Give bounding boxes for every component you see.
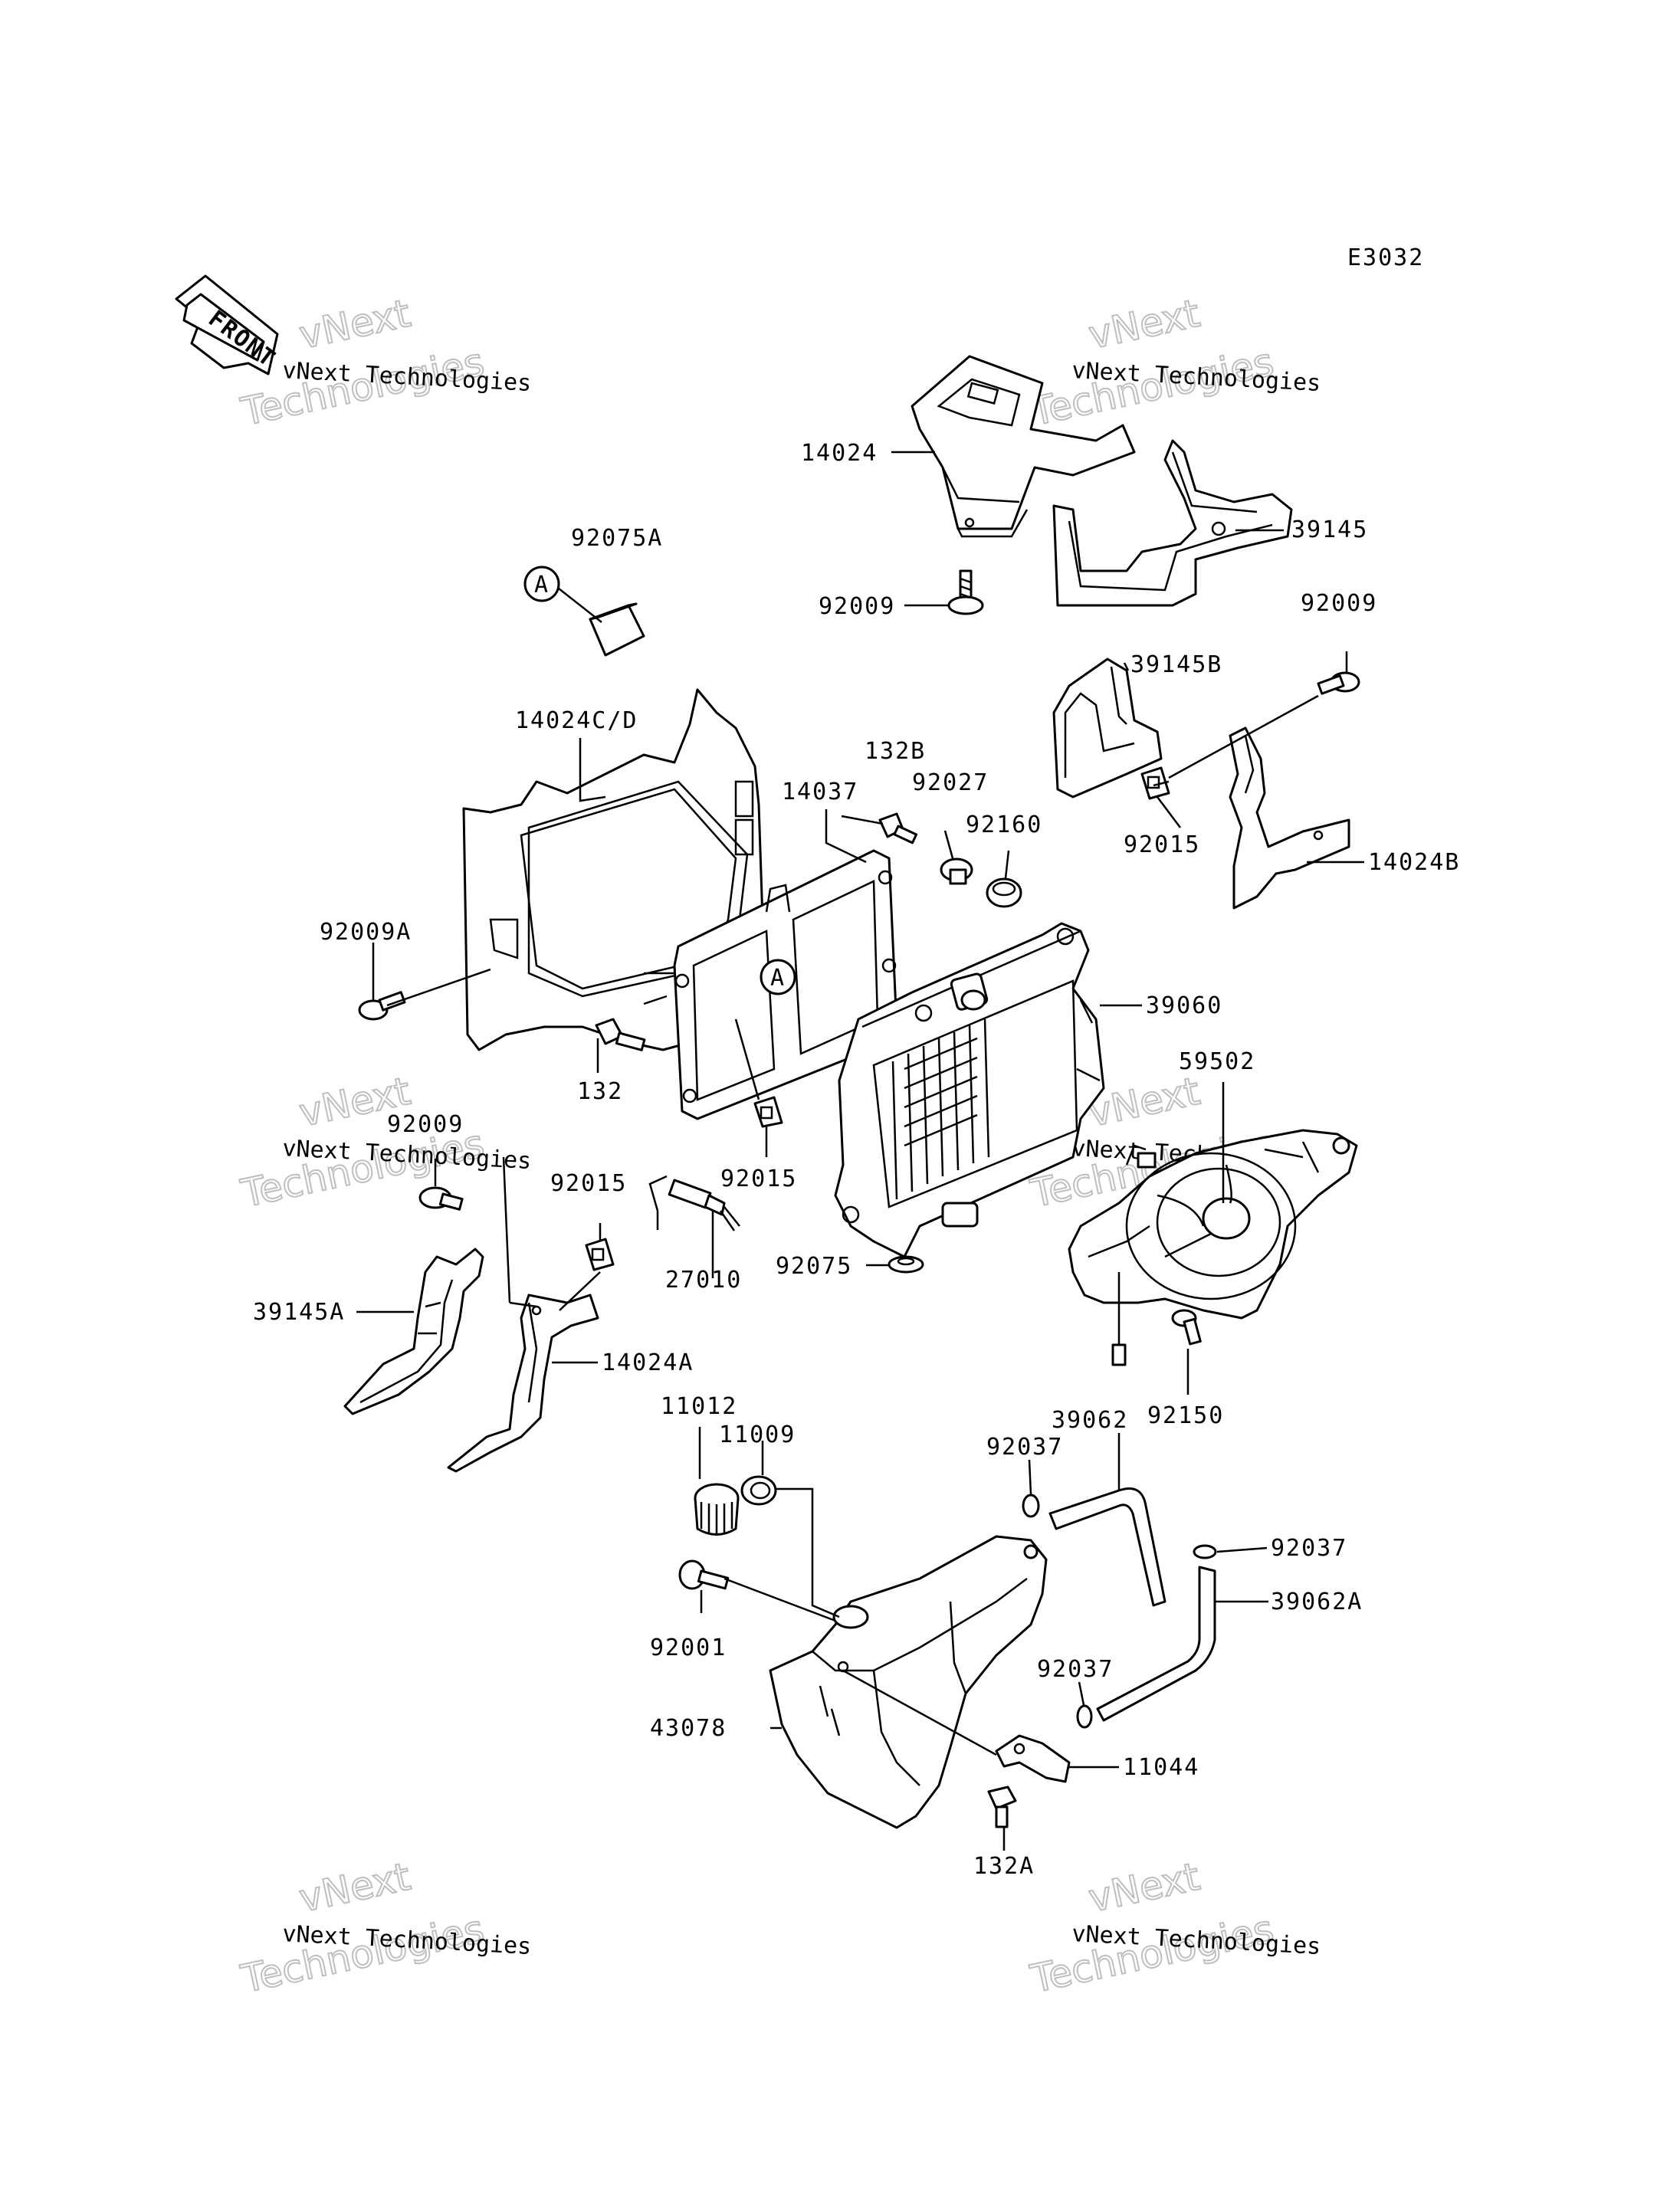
part-labels: 14024 39145 92009 92075A 92009 39145B 14… <box>253 440 1460 1880</box>
watermark-bottom-left: vNext Technologies vNext Technologies <box>236 1854 532 2002</box>
watermark-bottom-right: vNext Technologies vNext Technologies <box>1025 1854 1321 2002</box>
label-14024CD[interactable]: 14024C/D <box>515 707 638 734</box>
bolt-92009-top[interactable] <box>947 569 984 615</box>
label-43078[interactable]: 43078 <box>650 1715 727 1742</box>
callout-a-letter: A <box>534 572 550 598</box>
bracket-11044[interactable] <box>995 1734 1071 1783</box>
label-14024[interactable]: 14024 <box>801 440 878 467</box>
label-92037-b[interactable]: 92037 <box>1271 1535 1347 1562</box>
harness-39145A[interactable] <box>343 1248 484 1415</box>
label-39062[interactable]: 39062 <box>1052 1407 1128 1434</box>
label-92015-center[interactable]: 92015 <box>720 1166 797 1192</box>
bolt-132B[interactable] <box>878 812 918 844</box>
grommet-92075[interactable] <box>888 1255 924 1274</box>
leader-lines <box>356 451 1364 1851</box>
pad-92075A[interactable] <box>589 602 645 657</box>
bolt-92001[interactable] <box>678 1559 730 1590</box>
label-92160[interactable]: 92160 <box>966 812 1042 838</box>
callout-a-screen: A <box>760 959 796 995</box>
sensor-27010[interactable] <box>648 1175 740 1231</box>
fan-59502[interactable] <box>1068 1129 1358 1366</box>
watermark-outline-top: vNext <box>295 1854 414 1921</box>
bolt-92150[interactable] <box>1171 1309 1202 1346</box>
clip-92015-left[interactable] <box>585 1238 615 1271</box>
clamp-92037-a[interactable] <box>1022 1494 1040 1518</box>
harness-39145[interactable] <box>1052 439 1293 607</box>
clip-92015-right[interactable] <box>1140 766 1170 800</box>
label-14037[interactable]: 14037 <box>782 779 858 805</box>
label-132[interactable]: 132 <box>577 1078 623 1105</box>
label-39062A[interactable]: 39062A <box>1271 1589 1363 1615</box>
collar-92027[interactable] <box>940 857 973 885</box>
label-92009-right[interactable]: 92009 <box>1301 590 1377 617</box>
clamp-92037-b[interactable] <box>1193 1544 1217 1559</box>
watermark-top-right: vNext Technologies vNext Technologies <box>1025 290 1321 435</box>
bolt-92009A[interactable] <box>358 991 406 1021</box>
watermark-outline-top: vNext <box>1084 291 1203 358</box>
watermark-top-left: vNext Technologies vNext Technologies <box>236 290 532 435</box>
hose-39062A[interactable] <box>1096 1566 1216 1722</box>
label-11009[interactable]: 11009 <box>719 1421 796 1448</box>
callout-a-letter: A <box>770 965 786 992</box>
label-92075A[interactable]: 92075A <box>571 525 663 552</box>
label-92037-a[interactable]: 92037 <box>986 1434 1063 1461</box>
label-92015-mid[interactable]: 92015 <box>550 1170 627 1197</box>
clip-92015-center[interactable] <box>753 1096 783 1128</box>
watermark-mid-left: vNext Technologies vNext Technologies <box>236 1068 532 1217</box>
watermark-outline-top: vNext <box>1084 1854 1203 1921</box>
label-92075[interactable]: 92075 <box>776 1253 852 1280</box>
seal-11009[interactable] <box>740 1475 777 1506</box>
label-27010[interactable]: 27010 <box>665 1267 742 1294</box>
label-59502[interactable]: 59502 <box>1179 1048 1255 1075</box>
label-92009-left[interactable]: 92009 <box>387 1111 464 1138</box>
label-92015-right[interactable]: 92015 <box>1124 831 1200 858</box>
label-39060[interactable]: 39060 <box>1146 992 1222 1019</box>
hose-39062[interactable] <box>1048 1487 1166 1607</box>
label-39145[interactable]: 39145 <box>1291 516 1368 543</box>
bolt-92009-right[interactable] <box>1317 671 1360 695</box>
label-39145A[interactable]: 39145A <box>253 1299 345 1326</box>
cap-11012[interactable] <box>694 1483 740 1536</box>
label-92009-top[interactable]: 92009 <box>819 593 895 620</box>
bolt-92009-left[interactable] <box>418 1186 464 1211</box>
clamp-92037-c[interactable] <box>1076 1704 1093 1729</box>
label-11012[interactable]: 11012 <box>661 1393 737 1420</box>
bracket-14024B[interactable] <box>1229 726 1350 910</box>
label-14024B[interactable]: 14024B <box>1368 849 1460 876</box>
label-11044[interactable]: 11044 <box>1123 1754 1199 1781</box>
label-92009A[interactable]: 92009A <box>320 919 412 946</box>
bracket-14024A[interactable] <box>447 1294 599 1473</box>
label-92001[interactable]: 92001 <box>650 1635 727 1661</box>
grommet-92160[interactable] <box>986 877 1022 908</box>
watermark-outline-top: vNext <box>295 291 414 358</box>
label-92027[interactable]: 92027 <box>912 769 989 796</box>
diagram-code: E3032 <box>1347 244 1424 271</box>
tank-43078[interactable] <box>769 1535 1048 1829</box>
radiator-39060[interactable] <box>834 922 1105 1258</box>
label-132B[interactable]: 132B <box>865 738 926 765</box>
harness-39145B[interactable] <box>1052 657 1163 798</box>
bolt-132A[interactable] <box>987 1785 1017 1828</box>
bolt-132[interactable] <box>595 1018 646 1051</box>
front-arrow-icon: FRONT <box>175 274 281 375</box>
label-92037-c[interactable]: 92037 <box>1037 1656 1114 1683</box>
label-39145B[interactable]: 39145B <box>1130 651 1222 678</box>
label-132A[interactable]: 132A <box>973 1853 1035 1880</box>
label-14024A[interactable]: 14024A <box>602 1349 694 1376</box>
callout-a-top: A <box>523 566 560 602</box>
label-92150[interactable]: 92150 <box>1147 1402 1224 1429</box>
bracket-14024[interactable] <box>911 355 1136 538</box>
